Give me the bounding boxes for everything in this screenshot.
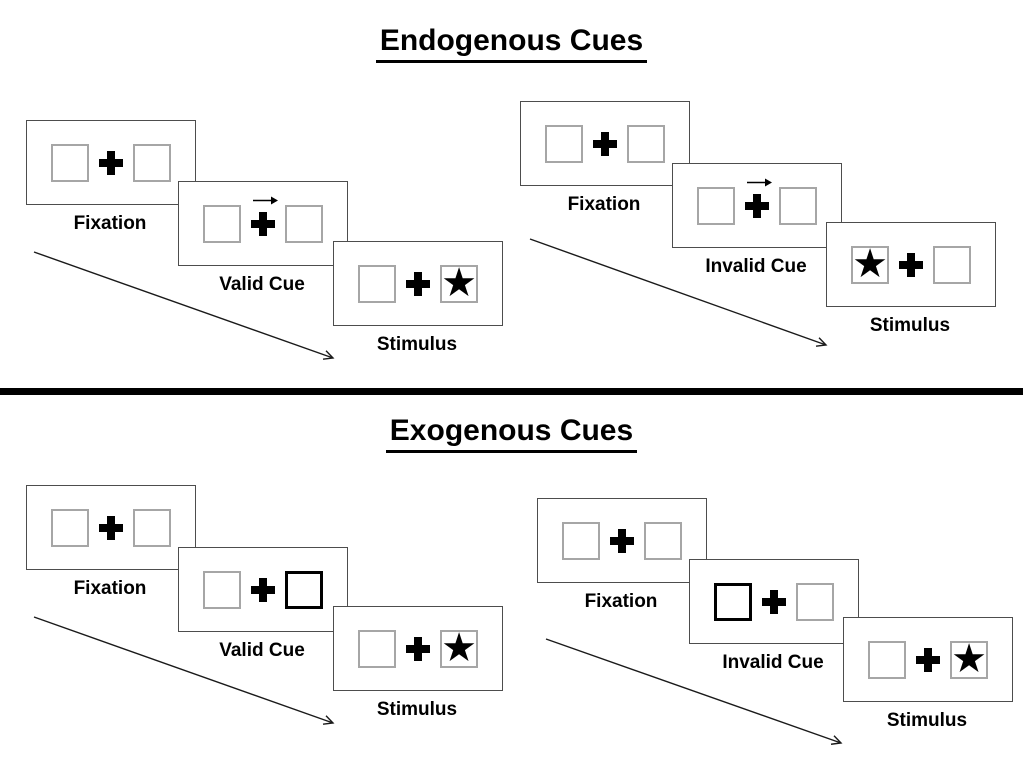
timeline-arrow-icon bbox=[33, 251, 335, 360]
plus-cross-icon bbox=[593, 131, 617, 156]
cue-highlight-box bbox=[714, 582, 752, 621]
star-target-box: ★ bbox=[851, 240, 889, 287]
star-target-box: ★ bbox=[440, 259, 478, 306]
stimulus-panel: ★ bbox=[843, 617, 1013, 702]
fixation-panel bbox=[26, 120, 196, 205]
right-placeholder-box bbox=[796, 582, 834, 621]
fixation-cross-icon bbox=[251, 577, 275, 602]
plus-cross-icon bbox=[99, 150, 123, 175]
panel-label: Stimulus bbox=[886, 710, 968, 731]
fixation-cross-icon bbox=[745, 178, 772, 218]
cue-arrow-right-icon bbox=[253, 196, 278, 204]
plus-cross-icon bbox=[762, 589, 786, 614]
plus-cross-icon bbox=[406, 636, 430, 661]
fixation-cross-icon bbox=[251, 196, 278, 236]
plus-cross-icon bbox=[99, 515, 123, 540]
left-placeholder-box bbox=[203, 570, 241, 609]
panel-label: Invalid Cue bbox=[705, 256, 807, 277]
fixation-cross-icon bbox=[406, 271, 430, 296]
invalid-cue-panel bbox=[689, 559, 859, 644]
panel-label: Fixation bbox=[73, 213, 147, 234]
star-icon: ★ bbox=[852, 240, 888, 287]
plus-cross-icon bbox=[251, 577, 275, 602]
right-placeholder-box bbox=[627, 124, 665, 163]
valid-cue-panel bbox=[178, 181, 348, 266]
left-placeholder-box bbox=[203, 204, 241, 243]
left-placeholder-box bbox=[358, 629, 396, 668]
plus-cross-icon bbox=[406, 271, 430, 296]
right-placeholder-box bbox=[133, 508, 171, 547]
cue-arrow-right-icon bbox=[747, 178, 772, 186]
panel-label: Invalid Cue bbox=[722, 652, 824, 673]
right-placeholder-box bbox=[133, 143, 171, 182]
fixation-panel bbox=[537, 498, 707, 583]
fixation-panel bbox=[26, 485, 196, 570]
section-divider bbox=[0, 388, 1023, 395]
left-placeholder-box bbox=[51, 508, 89, 547]
fixation-cross-icon bbox=[99, 515, 123, 540]
section-title-text: Exogenous Cues bbox=[385, 414, 638, 453]
star-icon: ★ bbox=[441, 259, 477, 306]
star-target-box: ★ bbox=[440, 624, 478, 671]
fixation-cross-icon bbox=[406, 636, 430, 661]
star-target-box: ★ bbox=[950, 635, 988, 682]
section-title-text: Endogenous Cues bbox=[375, 24, 648, 63]
plus-cross-icon bbox=[916, 647, 940, 672]
plus-cross-icon bbox=[745, 193, 769, 218]
left-placeholder-box bbox=[697, 186, 735, 225]
panel-label: Stimulus bbox=[376, 334, 458, 355]
panel-label: Fixation bbox=[584, 591, 658, 612]
right-placeholder-box bbox=[285, 204, 323, 243]
stimulus-panel: ★ bbox=[826, 222, 996, 307]
left-placeholder-box bbox=[358, 264, 396, 303]
stimulus-panel: ★ bbox=[333, 606, 503, 691]
left-placeholder-box bbox=[545, 124, 583, 163]
cue-highlight-box bbox=[285, 570, 323, 609]
star-icon: ★ bbox=[441, 624, 477, 671]
panel-label: Fixation bbox=[73, 578, 147, 599]
fixation-panel bbox=[520, 101, 690, 186]
fixation-cross-icon bbox=[610, 528, 634, 553]
panel-label: Valid Cue bbox=[219, 640, 305, 661]
plus-cross-icon bbox=[251, 211, 275, 236]
timeline-arrow-icon bbox=[545, 638, 843, 745]
panel-label: Valid Cue bbox=[219, 274, 305, 295]
plus-cross-icon bbox=[899, 252, 923, 277]
panel-label: Stimulus bbox=[376, 699, 458, 720]
left-placeholder-box bbox=[51, 143, 89, 182]
timeline-arrow-icon bbox=[529, 238, 828, 347]
stimulus-panel: ★ bbox=[333, 241, 503, 326]
plus-cross-icon bbox=[610, 528, 634, 553]
fixation-cross-icon bbox=[99, 150, 123, 175]
fixation-cross-icon bbox=[762, 589, 786, 614]
right-placeholder-box bbox=[644, 521, 682, 560]
section-title-endogenous: Endogenous Cues bbox=[0, 24, 1023, 63]
fixation-cross-icon bbox=[899, 252, 923, 277]
left-placeholder-box bbox=[868, 640, 906, 679]
right-placeholder-box bbox=[779, 186, 817, 225]
fixation-cross-icon bbox=[593, 131, 617, 156]
valid-cue-panel bbox=[178, 547, 348, 632]
right-placeholder-box bbox=[933, 245, 971, 284]
section-title-exogenous: Exogenous Cues bbox=[0, 414, 1023, 453]
star-icon: ★ bbox=[951, 635, 987, 682]
panel-label: Stimulus bbox=[869, 315, 951, 336]
panel-label: Fixation bbox=[567, 194, 641, 215]
timeline-arrow-icon bbox=[33, 616, 335, 725]
fixation-cross-icon bbox=[916, 647, 940, 672]
invalid-cue-panel bbox=[672, 163, 842, 248]
left-placeholder-box bbox=[562, 521, 600, 560]
